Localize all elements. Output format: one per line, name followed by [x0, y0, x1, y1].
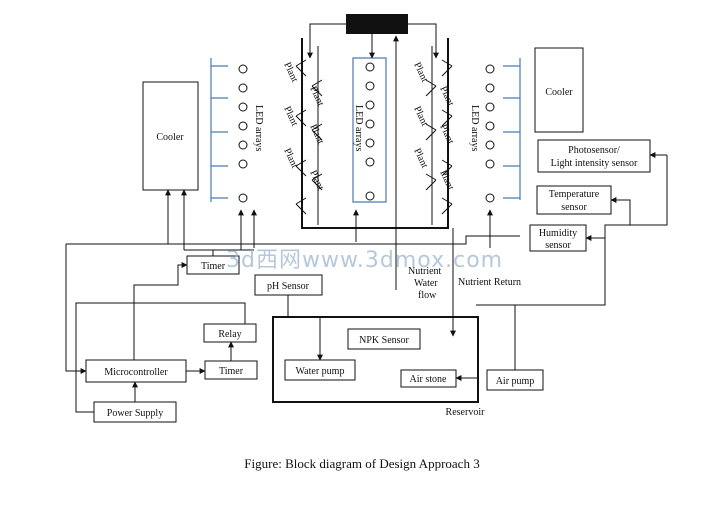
water-pump-label: Water pump — [296, 366, 345, 377]
plant-label: Plant — [307, 85, 326, 108]
cooler-right-label: Cooler — [545, 87, 573, 98]
micro-to-timer-top — [133, 262, 188, 360]
led-arrays-label-right: LED arrays — [469, 105, 480, 151]
plant-label: Plant — [437, 169, 456, 192]
reservoir-label: Reservoir — [446, 407, 486, 418]
nutrient-return-label: Nutrient Return — [458, 277, 521, 288]
plant-leaves-left — [295, 59, 323, 215]
bus-horizontal-1 — [66, 235, 520, 245]
led-bracket-center — [352, 57, 387, 203]
top-distribution — [307, 23, 346, 59]
temperature-label-2: sensor — [561, 202, 587, 213]
sensor-return — [476, 238, 606, 306]
led-bracket-left — [210, 58, 228, 202]
air-stone-label: Air stone — [410, 374, 448, 385]
cooler-left-label: Cooler — [156, 132, 184, 143]
plant-leaves-right — [425, 59, 453, 215]
sensor-bus-humidity — [585, 224, 630, 241]
plant-label: Plant — [437, 123, 456, 146]
channel-left — [301, 38, 449, 229]
led-array-right — [485, 64, 495, 203]
timer-top-label: Timer — [201, 261, 226, 272]
microcontroller-label: Microcontroller — [104, 367, 168, 378]
figure-caption: Figure: Block diagram of Design Approach… — [244, 456, 480, 471]
micro-left-bus — [65, 244, 87, 374]
cooler-right-box — [534, 47, 584, 133]
nutrient-water-label-3: flow — [418, 290, 437, 301]
led-arrays-label-center: LED arrays — [353, 105, 364, 151]
humidity-label-2: sensor — [545, 240, 571, 251]
npk-sensor-box — [347, 328, 421, 350]
humidity-label-1: Humidity — [539, 228, 577, 239]
plant-label: Plant — [307, 123, 326, 146]
ph-sensor-label: pH Sensor — [267, 281, 310, 292]
temperature-label-1: Temperature — [549, 189, 600, 200]
nutrient-water-label-1: Nutrient — [408, 266, 442, 277]
timer-bottom-label: Timer — [219, 366, 244, 377]
watermark: 3d西网www.3dmox.com — [226, 248, 504, 273]
air-pump-label: Air pump — [496, 376, 535, 387]
plant-label: Plant — [437, 85, 456, 108]
led-bracket-right — [503, 58, 521, 200]
plant-label: Plant — [281, 61, 300, 84]
photosensor-label-1: Photosensor/ — [568, 145, 620, 156]
top-distribution-right — [408, 23, 439, 59]
power-feedback — [75, 302, 246, 413]
led-arrays-label-left: LED arrays — [253, 105, 264, 151]
led-array-center — [365, 62, 375, 201]
cooler-left-box — [142, 81, 199, 191]
top-controller-block — [346, 14, 408, 34]
npk-sensor-label: NPK Sensor — [359, 335, 409, 346]
led-array-left — [238, 64, 248, 203]
plant-label: Plant — [307, 169, 326, 192]
power-supply-label: Power Supply — [107, 408, 163, 419]
photosensor-label-2: Light intensity sensor — [551, 158, 638, 169]
plant-label: Plant — [411, 147, 430, 170]
timer-top-bus — [184, 249, 254, 256]
airpump-to-airstone — [456, 304, 516, 378]
relay-label: Relay — [218, 329, 241, 340]
plant-labels-left: Plant Plant Plant Plant Plant Plant — [281, 61, 326, 192]
plant-label: Plant — [281, 105, 300, 128]
ph-to-reservoir — [287, 295, 323, 361]
nutrient-water-label-2: Water — [414, 278, 438, 289]
plant-labels-right: Plant Plant Plant Plant Plant Plant — [411, 61, 456, 192]
